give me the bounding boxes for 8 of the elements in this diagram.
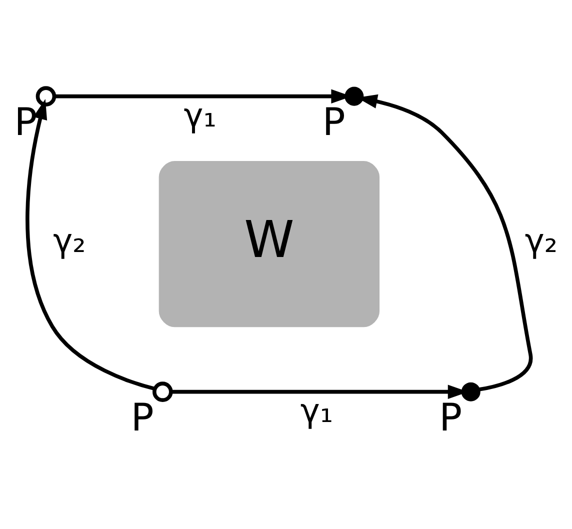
node-label: P — [130, 395, 154, 440]
edge-label: γ₂ — [53, 220, 86, 260]
edge-label: γ₁ — [184, 95, 216, 134]
node-label: P — [14, 100, 38, 144]
node-label: P — [439, 395, 462, 440]
node-label: P — [322, 100, 346, 144]
edge-label: γ₁ — [300, 390, 334, 430]
edge-label: γ₂ — [524, 220, 558, 260]
